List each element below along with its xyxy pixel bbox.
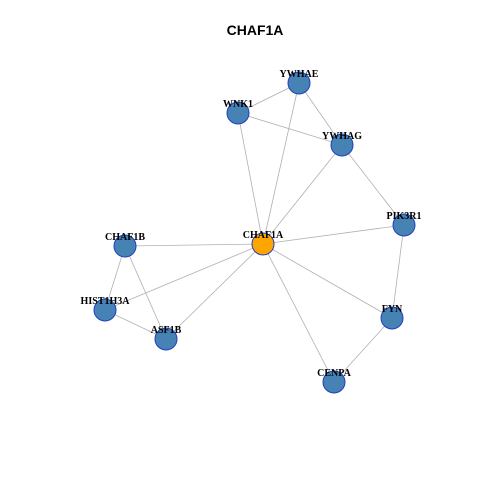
edge-chaf1a-chaf1b — [124, 243, 264, 247]
edge-chaf1a-asf1b — [165, 243, 264, 340]
edge-chaf1a-ywhag — [262, 144, 343, 245]
edge-chaf1a-pik3r1 — [262, 224, 405, 245]
edge-chaf1a-fyn — [262, 243, 393, 319]
node-cenpa — [322, 370, 346, 394]
node-label-ywhae: YWHAE — [280, 69, 319, 80]
edge-ywhae-ywhag — [298, 82, 343, 146]
node-label-chaf1b: CHAF1B — [105, 232, 145, 243]
node-label-ywhag: YWHAG — [322, 131, 362, 142]
node-fyn — [380, 306, 404, 330]
node-hist1h3a — [93, 298, 117, 322]
edge-fyn-cenpa — [333, 317, 393, 383]
node-asf1b — [154, 327, 178, 351]
edge-chaf1a-cenpa — [262, 243, 335, 383]
edge-wnk1-ywhag — [237, 112, 343, 146]
node-chaf1a — [251, 232, 275, 256]
node-pik3r1 — [392, 213, 416, 237]
node-wnk1 — [226, 101, 250, 125]
node-label-cenpa: CENPA — [317, 368, 351, 379]
edges-layer — [104, 82, 405, 383]
diagram-title: CHAF1A — [227, 22, 284, 38]
edge-chaf1a-hist1h3a — [104, 243, 264, 311]
node-ywhae — [287, 71, 311, 95]
node-label-hist1h3a: HIST1H3A — [81, 296, 131, 307]
node-label-wnk1: WNK1 — [223, 99, 253, 110]
edge-ywhag-pik3r1 — [341, 144, 405, 226]
edge-chaf1a-ywhae — [262, 82, 300, 245]
edge-pik3r1-fyn — [391, 224, 405, 319]
node-chaf1b — [113, 234, 137, 258]
node-label-pik3r1: PIK3R1 — [387, 211, 422, 222]
node-ywhag — [330, 133, 354, 157]
edge-chaf1b-asf1b — [124, 245, 167, 340]
edge-chaf1a-wnk1 — [237, 112, 264, 245]
node-label-asf1b: ASF1B — [151, 325, 182, 336]
node-label-fyn: FYN — [382, 304, 403, 315]
node-label-chaf1a: CHAF1A — [243, 230, 284, 241]
nodes-layer — [93, 71, 416, 394]
